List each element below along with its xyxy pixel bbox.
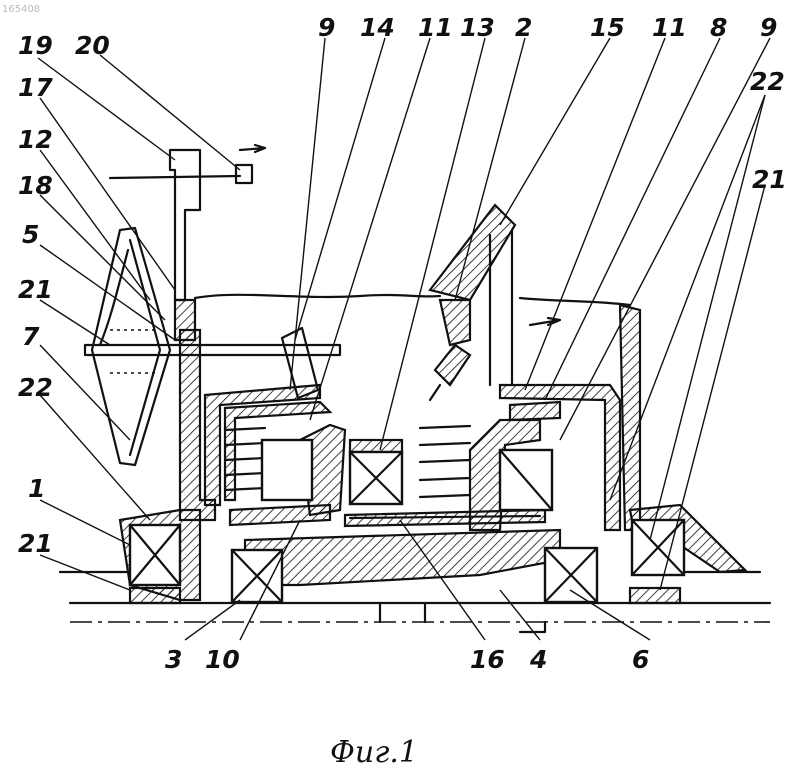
label-21-right: 21	[752, 165, 787, 194]
label-2: 2	[515, 13, 532, 42]
label-13: 13	[460, 13, 495, 42]
label-17: 17	[18, 73, 53, 102]
label-21-left-top: 21	[18, 275, 53, 304]
label-22-right: 22	[750, 67, 785, 96]
label-20: 20	[75, 31, 110, 60]
label-5: 5	[22, 220, 39, 249]
label-9-right: 9	[760, 13, 777, 42]
corner-mark: 165408	[2, 4, 40, 15]
arm-assembly	[430, 205, 560, 400]
figure-caption: Фиг.1	[330, 735, 418, 770]
label-7: 7	[22, 322, 40, 351]
label-12: 12	[18, 125, 53, 154]
label-19: 19	[18, 31, 53, 60]
bearing-left-outer	[130, 525, 180, 585]
label-16: 16	[470, 645, 505, 674]
top-profile	[195, 295, 630, 305]
bearing-left-inner	[232, 550, 282, 602]
label-3: 3	[165, 645, 182, 674]
label-8: 8	[710, 13, 727, 42]
bearing-right-inner	[545, 548, 597, 602]
label-1: 1	[28, 474, 45, 503]
label-9-left: 9	[318, 13, 335, 42]
label-4: 4	[529, 645, 547, 674]
bearing-center	[350, 452, 402, 504]
label-14: 14	[360, 13, 395, 42]
label-6: 6	[632, 645, 649, 674]
bearing-right-upper	[500, 450, 552, 510]
bearing-left-upper	[262, 440, 312, 500]
label-15: 15	[590, 13, 625, 42]
label-11-right: 11	[652, 13, 687, 42]
label-21-left-bottom: 21	[18, 529, 53, 558]
label-11-left: 11	[418, 13, 453, 42]
label-18: 18	[18, 171, 53, 200]
label-10: 10	[205, 645, 240, 674]
shaft	[85, 345, 340, 355]
label-22-left: 22	[18, 373, 53, 402]
